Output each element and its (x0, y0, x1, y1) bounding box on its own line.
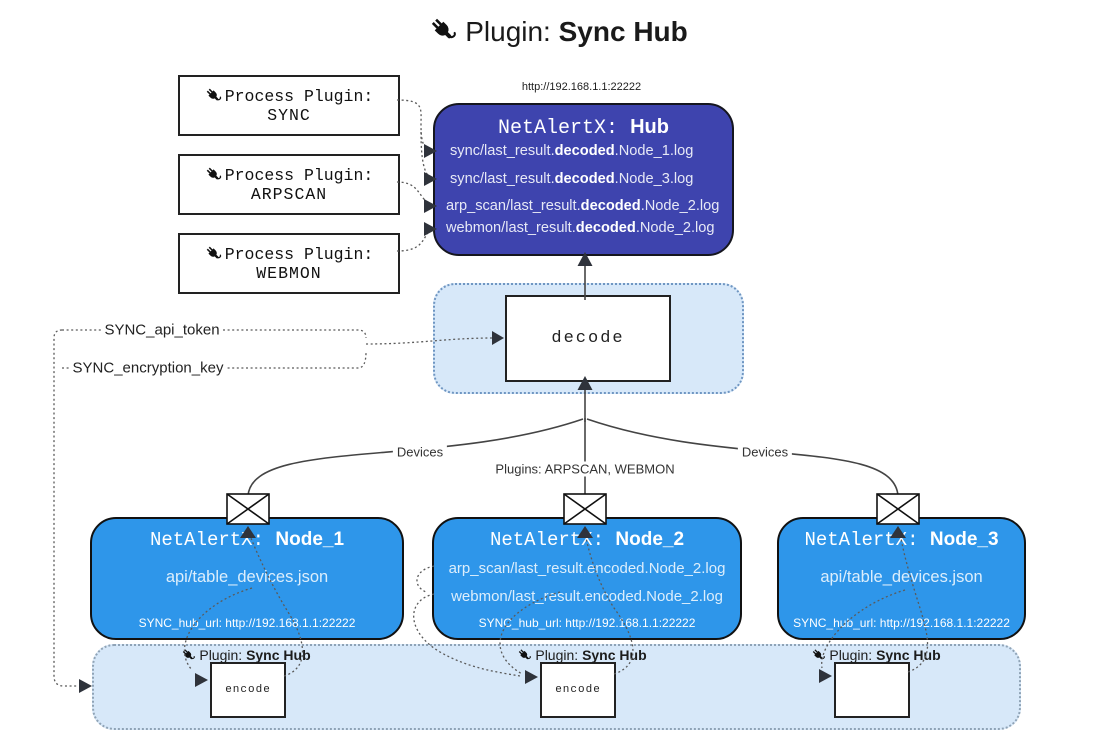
process-plugin-webmon: Process Plugin: WEBMON (178, 233, 400, 294)
node-1-box: NetAlertX: Node_1 api/table_devices.json… (90, 517, 404, 640)
node-title: NetAlertX: Node_1 (149, 529, 345, 551)
sync-encryption-key-label: SYNC_encryption_key (69, 359, 227, 377)
encoder-label: Plugin: Sync Hub (517, 647, 647, 663)
page-title-bold: Sync Hub (558, 16, 688, 47)
hub-url: http://192.168.1.1:22222 (521, 81, 642, 93)
node-title: NetAlertX: Node_2 (489, 529, 685, 551)
plug-icon (205, 166, 223, 184)
hub-log-line: sync/last_result.decoded.Node_1.log (450, 143, 694, 159)
encode-box-2: encode (540, 662, 616, 718)
plugins-label-center: Plugins: ARPSCAN, WEBMON (491, 461, 679, 477)
plug-icon (205, 87, 223, 105)
arrow-into-encode-panel (79, 679, 92, 693)
hub-title: NetAlertX: Hub (498, 116, 669, 140)
process-plugin-name: SYNC (267, 105, 311, 125)
plug-icon (811, 648, 826, 663)
encode-box-3 (834, 662, 910, 718)
hub-log-line: arp_scan/last_result.decoded.Node_2.log (446, 198, 720, 214)
node-file-line: api/table_devices.json (820, 568, 983, 586)
node-hub-url: SYNC_hub_url: http://192.168.1.1:22222 (478, 616, 696, 630)
decode-box: decode (505, 295, 671, 382)
encoder-label: Plugin: Sync Hub (811, 647, 941, 663)
process-plugin-label: Process Plugin: (224, 165, 374, 185)
edge-sync-plugin-branch (420, 131, 432, 179)
edge-webmon-plugin (396, 228, 432, 252)
plug-icon (517, 648, 532, 663)
plug-icon (205, 245, 223, 263)
node-file-line: arp_scan/last_result.encoded.Node_2.log (448, 560, 726, 577)
node-2-box: NetAlertX: Node_2 arp_scan/last_result.e… (432, 517, 742, 640)
edge-arpscan-plugin (396, 181, 432, 206)
edge-sync-plugin (396, 99, 432, 152)
page-title: Plugin: Sync Hub (0, 16, 1117, 48)
process-plugin-sync: Process Plugin: SYNC (178, 75, 400, 136)
process-plugin-label: Process Plugin: (224, 86, 374, 106)
process-plugin-name: WEBMON (256, 263, 322, 283)
encode-box-1: encode (210, 662, 286, 718)
node-file-line: webmon/last_result.encoded.Node_2.log (451, 588, 723, 605)
process-plugin-arpscan: Process Plugin: ARPSCAN (178, 154, 400, 215)
sync-api-token-label: SYNC_api_token (101, 321, 223, 339)
page-title-prefix: Plugin: (465, 16, 559, 47)
hub-log-line: sync/last_result.decoded.Node_3.log (450, 171, 694, 187)
encoder-label: Plugin: Sync Hub (181, 647, 311, 663)
devices-label-right: Devices (737, 444, 793, 460)
process-plugin-label: Process Plugin: (224, 244, 374, 264)
plug-icon (429, 16, 459, 46)
node-hub-url: SYNC_hub_url: http://192.168.1.1:22222 (138, 616, 356, 630)
node-hub-url: SYNC_hub_url: http://192.168.1.1:22222 (793, 616, 1010, 630)
process-plugin-name: ARPSCAN (250, 184, 328, 204)
devices-label-left: Devices (392, 444, 448, 460)
node-file-line: api/table_devices.json (165, 568, 329, 586)
node-3-box: NetAlertX: Node_3 api/table_devices.json… (777, 517, 1026, 640)
edge-secrets-to-encode (53, 329, 78, 687)
node-title: NetAlertX: Node_3 (804, 529, 999, 551)
hub-log-line: webmon/last_result.decoded.Node_2.log (446, 220, 715, 236)
plug-icon (181, 648, 196, 663)
hub-box: NetAlertX: Hub sync/last_result.decoded.… (433, 103, 734, 256)
